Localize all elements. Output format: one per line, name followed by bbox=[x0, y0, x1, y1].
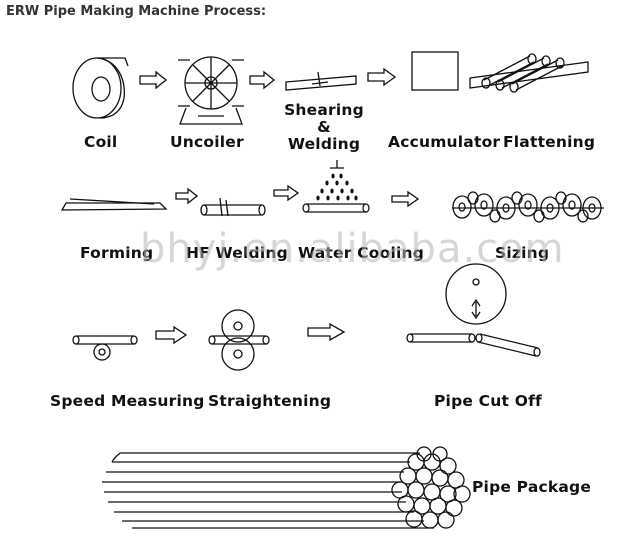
label-coil: Coil bbox=[84, 133, 118, 151]
arrow-icon bbox=[155, 325, 188, 345]
label-pipe-cut-off: Pipe Cut Off bbox=[434, 392, 542, 410]
label-hf-welding: HF Welding bbox=[186, 244, 288, 262]
label-shearing-welding: Shearing & Welding bbox=[284, 102, 364, 153]
sizing-illustration bbox=[452, 191, 604, 223]
accumulator-illustration bbox=[411, 51, 459, 91]
uncoiler-illustration bbox=[178, 56, 244, 125]
water-cooling-illustration bbox=[302, 160, 370, 213]
forming-illustration bbox=[60, 198, 168, 211]
diagram-title: ERW Pipe Making Machine Process: bbox=[6, 4, 267, 19]
arrow-icon bbox=[273, 184, 300, 202]
label-ampersand: & bbox=[317, 118, 331, 136]
arrow-icon bbox=[307, 322, 346, 342]
label-flattening: Flattening bbox=[503, 133, 596, 151]
pipe-package-illustration bbox=[102, 446, 471, 529]
arrow-icon bbox=[139, 70, 168, 90]
label-sizing: Sizing bbox=[495, 244, 550, 262]
label-shearing: Shearing bbox=[284, 101, 364, 119]
pipe-cut-off-illustration bbox=[406, 263, 541, 357]
arrow-icon bbox=[249, 70, 276, 90]
arrow-icon bbox=[391, 190, 420, 208]
arrow-icon bbox=[175, 187, 199, 205]
coil-illustration bbox=[72, 57, 129, 119]
straightening-illustration bbox=[208, 309, 270, 371]
shearing-illustration bbox=[285, 71, 357, 91]
label-uncoiler: Uncoiler bbox=[170, 133, 244, 151]
watermark: bhyj.en.alibaba.com bbox=[140, 226, 565, 272]
label-accumulator: Accumulator bbox=[388, 133, 501, 151]
label-pipe-package: Pipe Package bbox=[472, 478, 592, 496]
flattening-illustration bbox=[469, 53, 589, 93]
speed-measuring-illustration bbox=[72, 335, 138, 361]
label-water-cooling: Water Cooling bbox=[298, 244, 424, 262]
label-welding: Welding bbox=[287, 135, 361, 153]
arrow-icon bbox=[367, 67, 397, 87]
label-speed-measuring: Speed Measuring bbox=[50, 392, 205, 410]
label-forming: Forming bbox=[80, 244, 154, 262]
label-straightening: Straightening bbox=[208, 392, 332, 410]
hf-welding-illustration bbox=[200, 197, 266, 217]
